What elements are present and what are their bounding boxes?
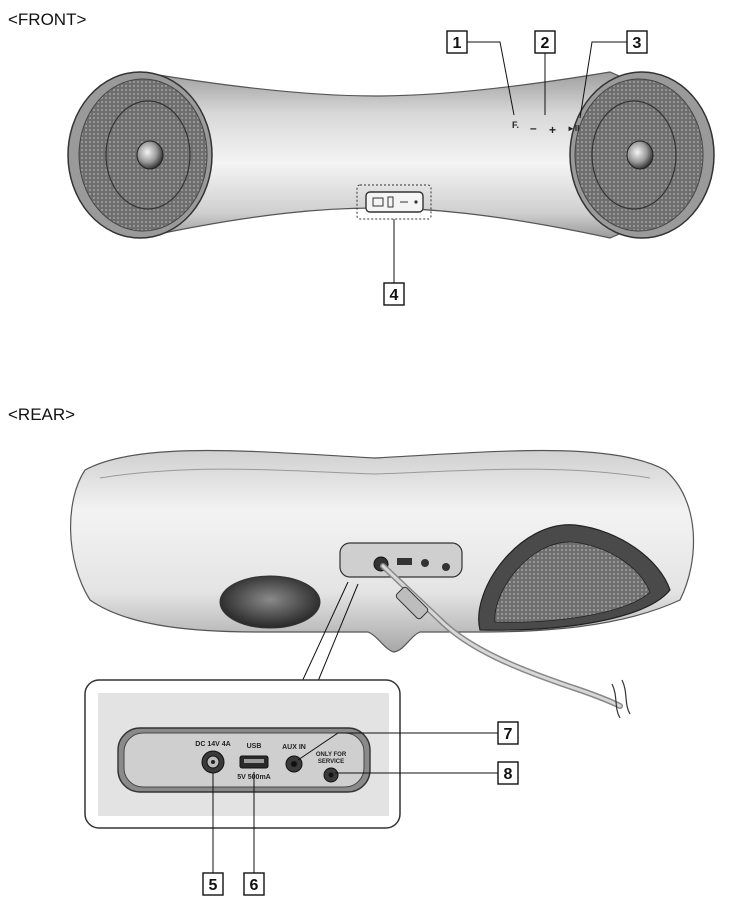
rear-aux-small xyxy=(421,559,429,567)
left-tweeter xyxy=(136,140,164,170)
zoom-line-right xyxy=(315,583,359,687)
callout-7-number: 7 xyxy=(504,726,513,743)
rear-heading: <REAR> xyxy=(8,405,76,424)
callout-4: 4 xyxy=(383,282,405,306)
dock-panel xyxy=(365,191,424,213)
aux-jack-hole xyxy=(291,761,297,767)
front-heading: <FRONT> xyxy=(8,10,87,29)
volume-down-button-label: – xyxy=(530,121,537,135)
dc-port-label: DC 14V 4A xyxy=(195,741,230,748)
dc-plug xyxy=(395,586,429,620)
callout-6-number: 6 xyxy=(250,877,259,894)
callout-7: 7 xyxy=(497,721,519,745)
volume-up-button-label: + xyxy=(549,123,556,137)
function-button-label: F. xyxy=(512,120,519,130)
front-view: F. – + ►II xyxy=(67,41,715,283)
callout-3-number: 3 xyxy=(633,35,642,52)
callout-5: 5 xyxy=(202,872,224,896)
callout-1: 1 xyxy=(446,30,468,54)
callout-1-number: 1 xyxy=(453,35,462,52)
dock-indicator-icon xyxy=(414,200,418,204)
service-jack-hole xyxy=(328,772,334,778)
callout-2: 2 xyxy=(534,30,556,54)
rear-service-small xyxy=(442,563,450,571)
dock-slot-icon xyxy=(372,197,384,207)
callout-3-leader xyxy=(579,41,627,119)
service-port-label-line2: SERVICE xyxy=(318,759,344,765)
aux-port-label: AUX IN xyxy=(282,744,306,751)
service-port-label-line1: ONLY FOR xyxy=(316,752,347,758)
callout-6: 6 xyxy=(243,872,265,896)
dc-cable-highlight xyxy=(381,564,622,708)
usb-port-tongue xyxy=(244,759,264,763)
callout-8-number: 8 xyxy=(504,766,513,783)
right-speaker-side-grille xyxy=(494,541,651,623)
rear-usb-small xyxy=(397,558,412,565)
callout-3: 3 xyxy=(626,30,648,54)
callouts: 1 2 3 4 5 6 7 8 xyxy=(202,30,648,896)
callout-1-leader xyxy=(467,41,515,116)
rear-view xyxy=(70,449,695,719)
rear-top-seam xyxy=(99,468,651,479)
port-detail-inset: DC 14V 4A USB 5V 500mA AUX IN ONLY FOR S… xyxy=(84,679,498,873)
callout-4-number: 4 xyxy=(390,287,399,304)
callout-5-number: 5 xyxy=(209,877,218,894)
callout-2-number: 2 xyxy=(541,35,550,52)
dc-jack-pin xyxy=(211,760,215,764)
front-speaker-body xyxy=(109,71,641,239)
right-tweeter xyxy=(626,140,654,170)
play-pause-button-label: ►II xyxy=(567,124,579,133)
usb-port-label: USB xyxy=(247,743,262,750)
zoom-line-left xyxy=(299,581,349,687)
left-bass-port xyxy=(219,575,321,629)
callout-8: 8 xyxy=(497,761,519,785)
dock-connector-icon xyxy=(387,196,394,208)
cable-break-mark xyxy=(611,679,631,719)
dock-highlight-box xyxy=(356,184,432,220)
callout-7-leader xyxy=(297,732,498,761)
